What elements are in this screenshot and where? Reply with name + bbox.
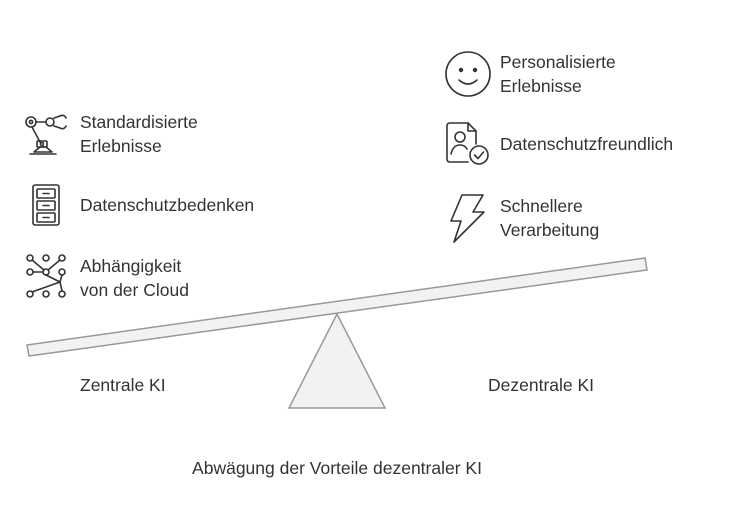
filing-cabinet-icon (20, 179, 72, 231)
seesaw-fulcrum (287, 312, 387, 409)
right-item-label: Schnellere Verarbeitung (500, 196, 600, 240)
left-item-standardized: Standardisierte Erlebnisse (20, 108, 198, 160)
left-item-label: Abhängigkeit von der Cloud (80, 256, 189, 300)
seesaw-beam (26, 257, 648, 357)
right-side-title: Dezentrale KI (488, 375, 595, 395)
robot-arm-icon (20, 108, 72, 160)
network-nodes-icon (20, 252, 72, 304)
diagram-caption: Abwägung der Vorteile dezentraler KI (192, 458, 482, 478)
left-item-cloud-dependency: Abhängigkeit von der Cloud (20, 252, 189, 304)
lightning-icon (440, 192, 492, 244)
left-item-privacy-concerns: Datenschutzbedenken (20, 179, 254, 231)
right-item-privacy-friendly: Datenschutzfreundlich (440, 118, 673, 170)
right-item-label: Personalisierte Erlebnisse (500, 52, 616, 96)
left-item-label: Datenschutzbedenken (80, 195, 255, 215)
right-item-personalized: Personalisierte Erlebnisse (440, 48, 616, 100)
left-side-title: Zentrale KI (80, 375, 166, 395)
left-item-label: Standardisierte Erlebnisse (80, 112, 198, 156)
right-item-label: Datenschutzfreundlich (500, 134, 674, 154)
right-item-faster-processing: Schnellere Verarbeitung (440, 192, 599, 244)
user-document-check-icon (440, 118, 492, 170)
smiley-icon (440, 48, 492, 100)
